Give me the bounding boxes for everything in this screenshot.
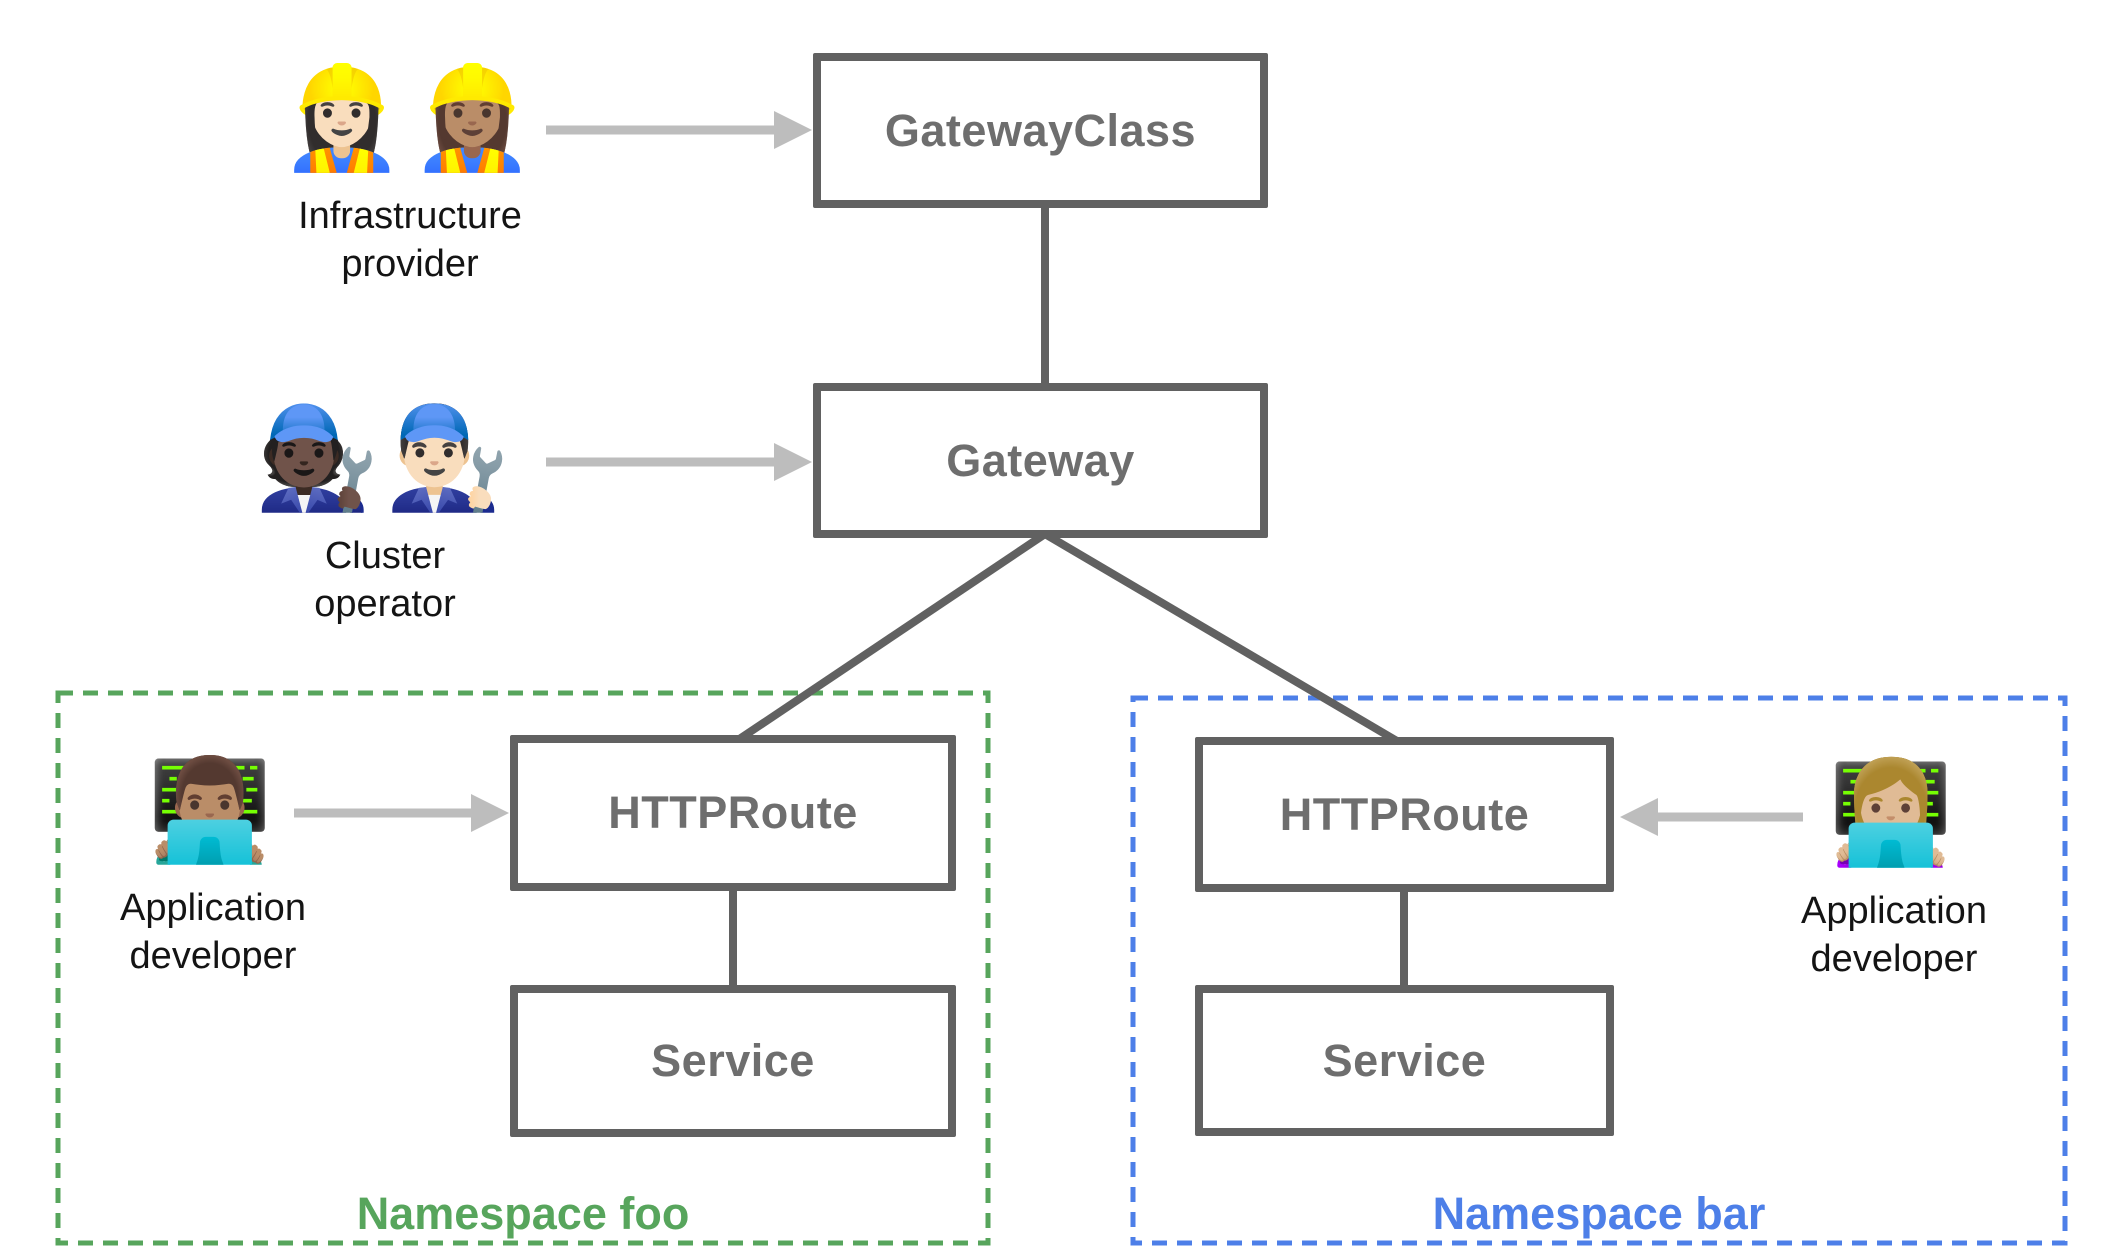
mechanic-emoji: 🧑🏿‍🔧👨🏻‍🔧 xyxy=(254,402,516,514)
arrow-cluster-operator-to-gateway xyxy=(546,443,812,481)
arrow-developer-to-httproute-foo xyxy=(294,794,509,832)
gatewayclass-node: GatewayClass xyxy=(813,53,1268,208)
arrow-infrastructure-to-gatewayclass xyxy=(546,111,812,149)
namespace-bar-label: Namespace bar xyxy=(1432,1188,1766,1239)
arrow-developer-to-httproute-bar xyxy=(1620,798,1803,836)
httproute-foo-label: HTTPRoute xyxy=(608,787,858,838)
service-foo-label: Service xyxy=(651,1035,815,1086)
gateway-node: Gateway xyxy=(813,383,1268,538)
httproute-foo-node: HTTPRoute xyxy=(510,735,956,891)
gatewayclass-label: GatewayClass xyxy=(884,104,1197,156)
service-bar-node: Service xyxy=(1195,985,1614,1136)
service-bar-label: Service xyxy=(1322,1034,1487,1086)
connector-gateway-httproute-bar xyxy=(1042,530,1405,748)
httproute-bar-node: HTTPRoute xyxy=(1195,737,1614,892)
service-foo-node: Service xyxy=(510,985,956,1137)
construction-worker-emoji: 👷🏻‍♀️👷🏽‍♀️ xyxy=(279,62,541,174)
namespace-foo-label: Namespace foo xyxy=(356,1188,690,1239)
namespace-foo-border xyxy=(55,690,991,1246)
man-technologist-emoji: 👨🏽‍💻 xyxy=(147,754,279,866)
connector-gateway-httproute-foo xyxy=(732,530,1048,746)
gateway-label: Gateway xyxy=(946,434,1135,486)
httproute-bar-label: HTTPRoute xyxy=(1279,788,1530,840)
woman-technologist-emoji: 👩🏼‍💻 xyxy=(1828,757,1960,869)
namespace-bar-border xyxy=(1130,695,2068,1246)
